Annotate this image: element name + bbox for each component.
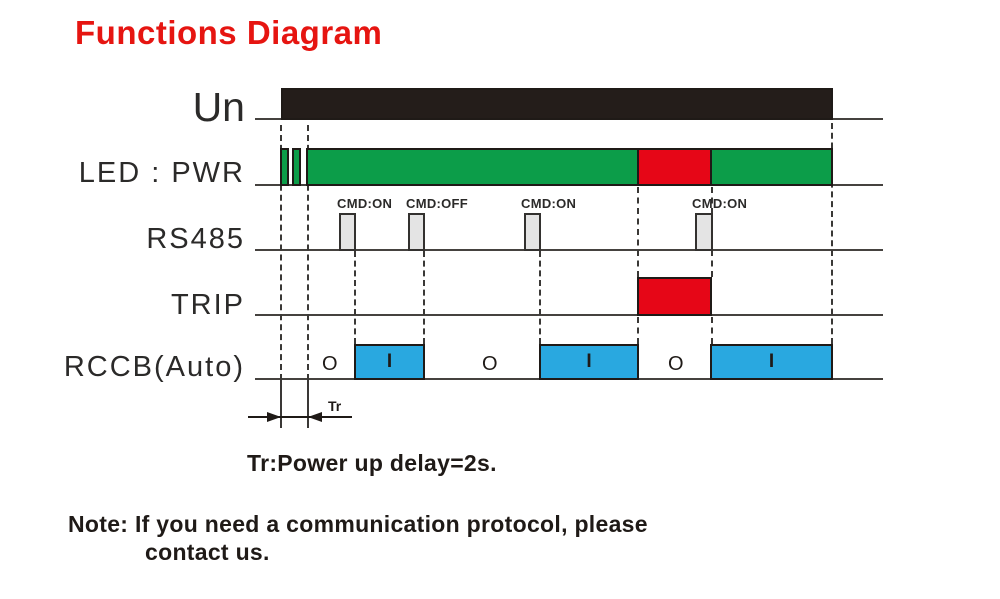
led-green-segment-1 — [306, 148, 639, 186]
cmd-label-on-3: CMD:ON — [692, 196, 748, 211]
tr-label: Tr — [328, 398, 342, 414]
tr-dimension-rule — [248, 416, 352, 418]
dashed-line-cmd-on-1 — [354, 251, 356, 344]
tr-arrow-left-icon — [308, 412, 322, 422]
cmd-label-on-1: CMD:ON — [337, 196, 393, 211]
row-label-led-pwr: LED : PWR — [78, 157, 245, 189]
rccb-on-bar-3: I — [710, 344, 833, 380]
rccb-state-off-2: O — [482, 353, 498, 375]
cmd-label-on-2: CMD:ON — [521, 196, 577, 211]
cmd-label-off: CMD:OFF — [406, 196, 469, 211]
led-green-segment-2 — [710, 148, 833, 186]
rccb-on-bar-1: I — [354, 344, 425, 380]
rs485-pulse-on-3 — [695, 213, 713, 251]
dashed-line-trip-start-lower — [637, 317, 639, 344]
tr-arrow-right-icon — [267, 412, 281, 422]
rccb-state-off-1: O — [322, 353, 338, 375]
page-title: Functions Diagram — [75, 14, 383, 51]
row-label-rs485: RS485 — [146, 223, 245, 255]
dashed-line-cmd-off — [423, 251, 425, 344]
dashed-line-cmd-on-2 — [539, 251, 541, 344]
tr-dimension-line-left — [280, 380, 282, 428]
dashed-line-t0-plus-tr — [307, 125, 309, 380]
dashed-line-trip-start-upper — [637, 187, 639, 277]
rccb-state-off-3: O — [668, 353, 684, 375]
note-line-1: Note: If you need a communication protoc… — [68, 511, 648, 537]
rs485-baseline — [255, 249, 883, 251]
row-label-rccb-auto: RCCB(Auto) — [63, 351, 245, 383]
rccb-state-on-1: I — [386, 351, 393, 372]
rs485-pulse-off — [408, 213, 425, 251]
rccb-on-bar-2: I — [539, 344, 639, 380]
row-label-un: Un — [192, 84, 245, 130]
dashed-line-power-off — [831, 123, 833, 344]
note-line-2: contact us. — [145, 539, 270, 565]
dashed-line-reclose-lower — [711, 317, 713, 344]
dashed-line-t0 — [280, 125, 282, 380]
rccb-state-on-3: I — [768, 351, 775, 372]
led-startup-blink-1 — [280, 148, 289, 186]
tr-delay-note: Tr:Power up delay=2s. — [247, 450, 497, 476]
un-signal-bar — [281, 88, 833, 120]
led-red-segment — [637, 148, 712, 186]
row-label-trip: TRIP — [170, 289, 245, 321]
trip-baseline — [255, 314, 883, 316]
tr-dimension-line-right — [307, 380, 309, 428]
rs485-pulse-on-1 — [339, 213, 356, 251]
rs485-pulse-on-2 — [524, 213, 541, 251]
led-startup-blink-2 — [292, 148, 301, 186]
trip-signal-bar — [637, 277, 712, 316]
rccb-state-on-2: I — [586, 351, 592, 372]
